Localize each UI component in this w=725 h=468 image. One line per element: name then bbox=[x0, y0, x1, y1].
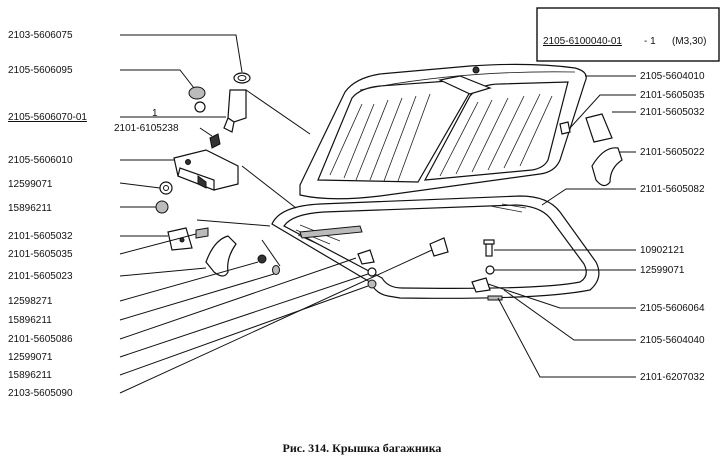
label-left-10: 2101-5605035 bbox=[8, 249, 73, 260]
nut-left bbox=[155, 200, 169, 214]
leader-lines-left bbox=[119, 34, 433, 394]
label-right-10: 2101-6207032 bbox=[640, 372, 705, 383]
label-left-16: 15896211 bbox=[8, 370, 52, 381]
label-left-4: 1 bbox=[152, 108, 158, 119]
label-left-13: 15896211 bbox=[8, 315, 52, 326]
trunk-lid-panel bbox=[299, 63, 587, 200]
label-left-5: 2101-6105238 bbox=[114, 123, 179, 134]
hinge-left bbox=[167, 227, 237, 277]
label-left-15: 12599071 bbox=[8, 352, 53, 363]
label-left-6: 2105-5606010 bbox=[8, 155, 73, 166]
right-labels: 2105-5604010 2101-5605035 2101-5605032 2… bbox=[640, 71, 705, 383]
label-right-5: 2101-5605082 bbox=[640, 184, 705, 195]
leader-lines-right bbox=[487, 75, 636, 378]
label-right-6: 10902121 bbox=[640, 245, 685, 256]
label-right-1: 2105-5604010 bbox=[640, 71, 705, 82]
lock-cap bbox=[188, 86, 206, 100]
label-left-12: 12598271 bbox=[8, 296, 53, 307]
label-right-2: 2101-5605035 bbox=[640, 90, 705, 101]
lock-cylinder-parts bbox=[188, 72, 251, 149]
assembly-part-number: 2105-6100040-01 bbox=[543, 36, 622, 47]
label-right-3: 2101-5605032 bbox=[640, 107, 705, 118]
assembly-note: (M3,30) bbox=[672, 36, 706, 47]
label-left-17: 2103-5605090 bbox=[8, 388, 73, 399]
small-bumper-1 bbox=[257, 254, 267, 264]
lock-spring bbox=[209, 133, 221, 149]
label-right-7: 12599071 bbox=[640, 265, 685, 276]
striker-parts bbox=[357, 237, 449, 289]
label-right-9: 2105-5604040 bbox=[640, 335, 705, 346]
figure-caption: Рис. 314. Крышка багажника bbox=[283, 441, 442, 455]
assembly-qty: - 1 bbox=[644, 36, 656, 47]
lock-ring bbox=[233, 72, 251, 84]
small-bumper-2 bbox=[272, 265, 280, 275]
right-side-parts bbox=[471, 113, 623, 301]
left-labels: 2103-5606075 2105-5606095 2105-5606070-0… bbox=[8, 30, 179, 399]
label-left-11: 2101-5605023 bbox=[8, 271, 73, 282]
assembly-box: 2105-6100040-01 - 1 (M3,30) bbox=[536, 7, 720, 62]
washer-left bbox=[159, 181, 173, 195]
label-left-1: 2103-5606075 bbox=[8, 30, 73, 41]
label-left-9: 2101-5605032 bbox=[8, 231, 73, 242]
label-left-8: 15896211 bbox=[8, 203, 52, 214]
label-right-4: 2101-5605022 bbox=[640, 147, 705, 158]
lock-body bbox=[173, 149, 239, 191]
label-left-7: 12599071 bbox=[8, 179, 53, 190]
lock-cylinder bbox=[227, 89, 247, 123]
label-left-14: 2101-5605086 bbox=[8, 334, 73, 345]
label-right-8: 2105-5606064 bbox=[640, 303, 705, 314]
label-left-3: 2105-5606070-01 bbox=[8, 112, 87, 123]
label-left-2: 2105-5606095 bbox=[8, 65, 73, 76]
